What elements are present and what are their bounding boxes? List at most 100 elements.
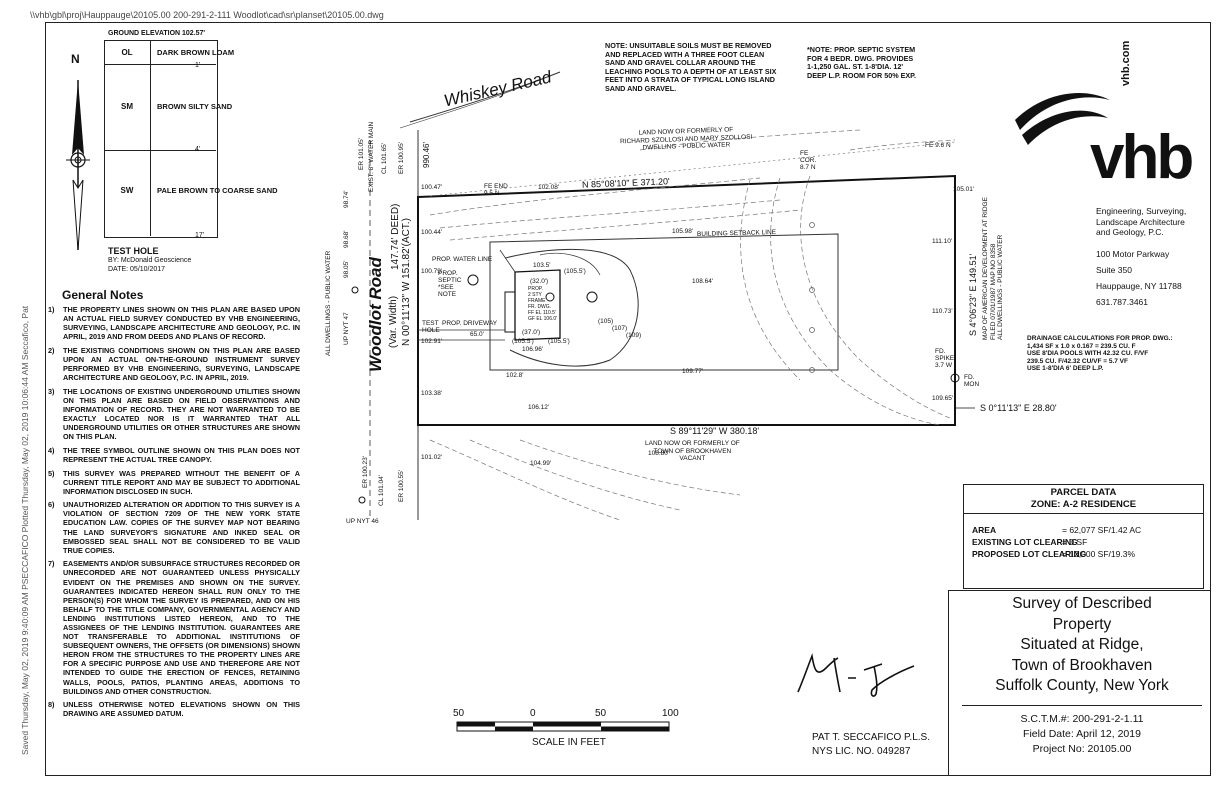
- road-elevation: 98.05': [343, 260, 350, 278]
- woodlot-width: (Var. Width): [388, 295, 399, 348]
- east-bearing: S 4°06'23" E 149.51': [968, 253, 978, 336]
- grade-label: (105): [598, 318, 614, 325]
- title-block: [948, 590, 1211, 776]
- parcel-row-value: = 62,077 SF/1.42 AC: [1062, 525, 1142, 535]
- parcel-data-box: PARCEL DATA ZONE: A-2 RESIDENCE AREA = 6…: [963, 484, 1204, 589]
- scale-label: 100: [662, 708, 679, 719]
- layer-desc: DARK BROWN LOAM: [157, 48, 235, 57]
- grade-label: (105.5'): [512, 338, 534, 345]
- note-text: UNLESS OTHERWISE NOTED ELEVATIONS SHOWN …: [63, 700, 300, 719]
- general-notes-title: General Notes: [62, 288, 144, 302]
- note-text: THIS SURVEY WAS PREPARED WITHOUT THE BEN…: [63, 468, 300, 496]
- prop-driveway: PROP. DRIVEWAY: [442, 320, 498, 327]
- grade-label: 108.80': [648, 450, 670, 457]
- ground-elevation: GROUND ELEVATION 102.57': [108, 30, 206, 37]
- grade-label: 100.79': [421, 268, 443, 275]
- fd-mon: FD. MON: [964, 374, 980, 388]
- test-hole-by: BY: McDonald Geoscience: [108, 257, 192, 264]
- layer-desc: BROWN SILTY SAND: [157, 102, 233, 111]
- note-text: THE LOCATIONS OF EXISTING UNDERGROUND UT…: [63, 386, 300, 442]
- test-hole-date: DATE: 05/10/2017: [108, 266, 166, 273]
- parcel-row-label: EXISTING LOT CLEARING: [972, 537, 1078, 547]
- grade-label: 103.5': [533, 262, 551, 269]
- sheet-border: [45, 22, 1211, 776]
- note-text: EASEMENTS AND/OR SUBSURFACE STRUCTURES R…: [63, 559, 300, 696]
- grade-label: 101.02': [421, 454, 443, 461]
- parcel-row-label: PROPOSED LOT CLEARING: [972, 549, 1087, 559]
- south-bearing: S 89°11'29" W 380.18': [670, 426, 760, 436]
- parcel-title-block: PARCEL DATA ZONE: A-2 RESIDENCE: [964, 485, 1203, 514]
- signature-icon: [797, 653, 915, 697]
- prop-water-line: PROP. WATER LINE: [432, 256, 493, 263]
- grade-label: (32.0'): [530, 278, 549, 285]
- scale-label: 50: [453, 708, 465, 719]
- road-elevation: ER 100.23': [362, 456, 369, 488]
- vhb-company: Engineering, Surveying,Landscape Archite…: [1096, 206, 1187, 237]
- grade-label: 102.08': [538, 184, 560, 191]
- layer-code: OL: [121, 48, 133, 57]
- grade-label: 106.12': [528, 404, 550, 411]
- grade-label: 104.99': [530, 460, 552, 467]
- layer-depth: 1': [195, 62, 201, 69]
- vhb-url: vhb.com: [1120, 40, 1132, 86]
- scale-label: 0: [530, 708, 536, 719]
- fd-spike: FD. SPIKE 3.7 W: [935, 348, 955, 369]
- test-hole-title: TEST HOLE: [108, 246, 159, 256]
- scale-caption: SCALE IN FEET: [532, 737, 606, 748]
- road-elevation: CL 101.04': [378, 475, 385, 506]
- layer-depth: 17': [195, 232, 205, 239]
- grade-label: 105.01': [953, 186, 975, 193]
- fe-cor: FE COR. 8.7 N: [800, 150, 817, 171]
- prop-septic: PROP. SEPTIC *SEE NOTE: [438, 270, 462, 298]
- north-label: N: [71, 52, 80, 66]
- test-hole-log: [104, 40, 218, 238]
- note-text: THE EXISTING CONDITIONS SHOWN ON THIS PL…: [63, 345, 300, 383]
- grade-label: (107): [612, 325, 628, 332]
- parcel-row-label: AREA: [972, 525, 997, 535]
- scale-label: 50: [595, 708, 607, 719]
- water-main: EXIST. 8" WATER MAIN: [368, 121, 375, 192]
- road-elevation: 98.68': [343, 230, 350, 248]
- north-arrow-icon: [66, 80, 90, 250]
- surveyor-info: PAT T. SECCAFICO P.L.S.NYS LIC. NO. 0492…: [812, 732, 931, 757]
- woodlot-road-label: Woodlot Road: [366, 257, 385, 372]
- grade-label: 65.0': [470, 331, 484, 338]
- drainage-calcs: DRAINAGE CALCULATIONS FOR PROP. DWG.:1,4…: [1027, 335, 1173, 373]
- west-deed: 147.74' DEED): [390, 203, 401, 270]
- east-tie: S 0°11'13" E 28.80': [980, 403, 1057, 413]
- file-path: \\vhb\gbl\proj\Hauppauge\20105.00 200-29…: [30, 10, 384, 20]
- dist-990: 990.46': [422, 142, 431, 168]
- west-bearing: N 00°11'13" W 151.82'(ACT.): [401, 218, 412, 346]
- vhb-logo: vhb: [1090, 123, 1194, 192]
- grade-label: 102.8': [506, 372, 524, 379]
- grade-label: 111.10': [932, 238, 953, 245]
- up-nyt46: UP NYT 46: [346, 518, 379, 525]
- note-text: THE TREE SYMBOL OUTLINE SHOWN ON THIS PL…: [63, 445, 300, 464]
- grade-label: (109): [626, 332, 642, 339]
- layer-desc: PALE BROWN TO COARSE SAND: [157, 186, 278, 195]
- road-elevation: ER 100.95': [398, 142, 405, 174]
- fe-96: FE 9.6 N: [925, 142, 951, 149]
- general-notes: 1)THE PROPERTY LINES SHOWN ON THIS PLAN …: [48, 305, 300, 719]
- grade-label: 109.77': [682, 368, 704, 375]
- grade-label: 100.44': [421, 229, 443, 236]
- parcel-row-value: = 12,000 SF/19.3%: [1062, 549, 1136, 559]
- grade-label: 108.64': [692, 278, 714, 285]
- grade-label: 109.65': [932, 395, 954, 402]
- test-hole-label: TEST HOLE: [422, 320, 440, 334]
- layer-code: SW: [120, 186, 134, 195]
- west-dwellings: ALL DWELLINGS - PUBLIC WATER: [325, 250, 332, 356]
- grade-label: 103.38': [421, 390, 443, 397]
- grade-label: 106.96': [522, 346, 544, 353]
- grade-label: 102.91': [421, 338, 443, 345]
- soil-note: NOTE: UNSUITABLE SOILS MUST BE REMOVED A…: [605, 41, 777, 93]
- layer-depth: 4': [195, 146, 201, 153]
- note-text: THE PROPERTY LINES SHOWN ON THIS PLAN AR…: [63, 305, 300, 342]
- grade-label: (37.0'): [522, 329, 541, 336]
- grade-label: (105.5'): [548, 338, 570, 345]
